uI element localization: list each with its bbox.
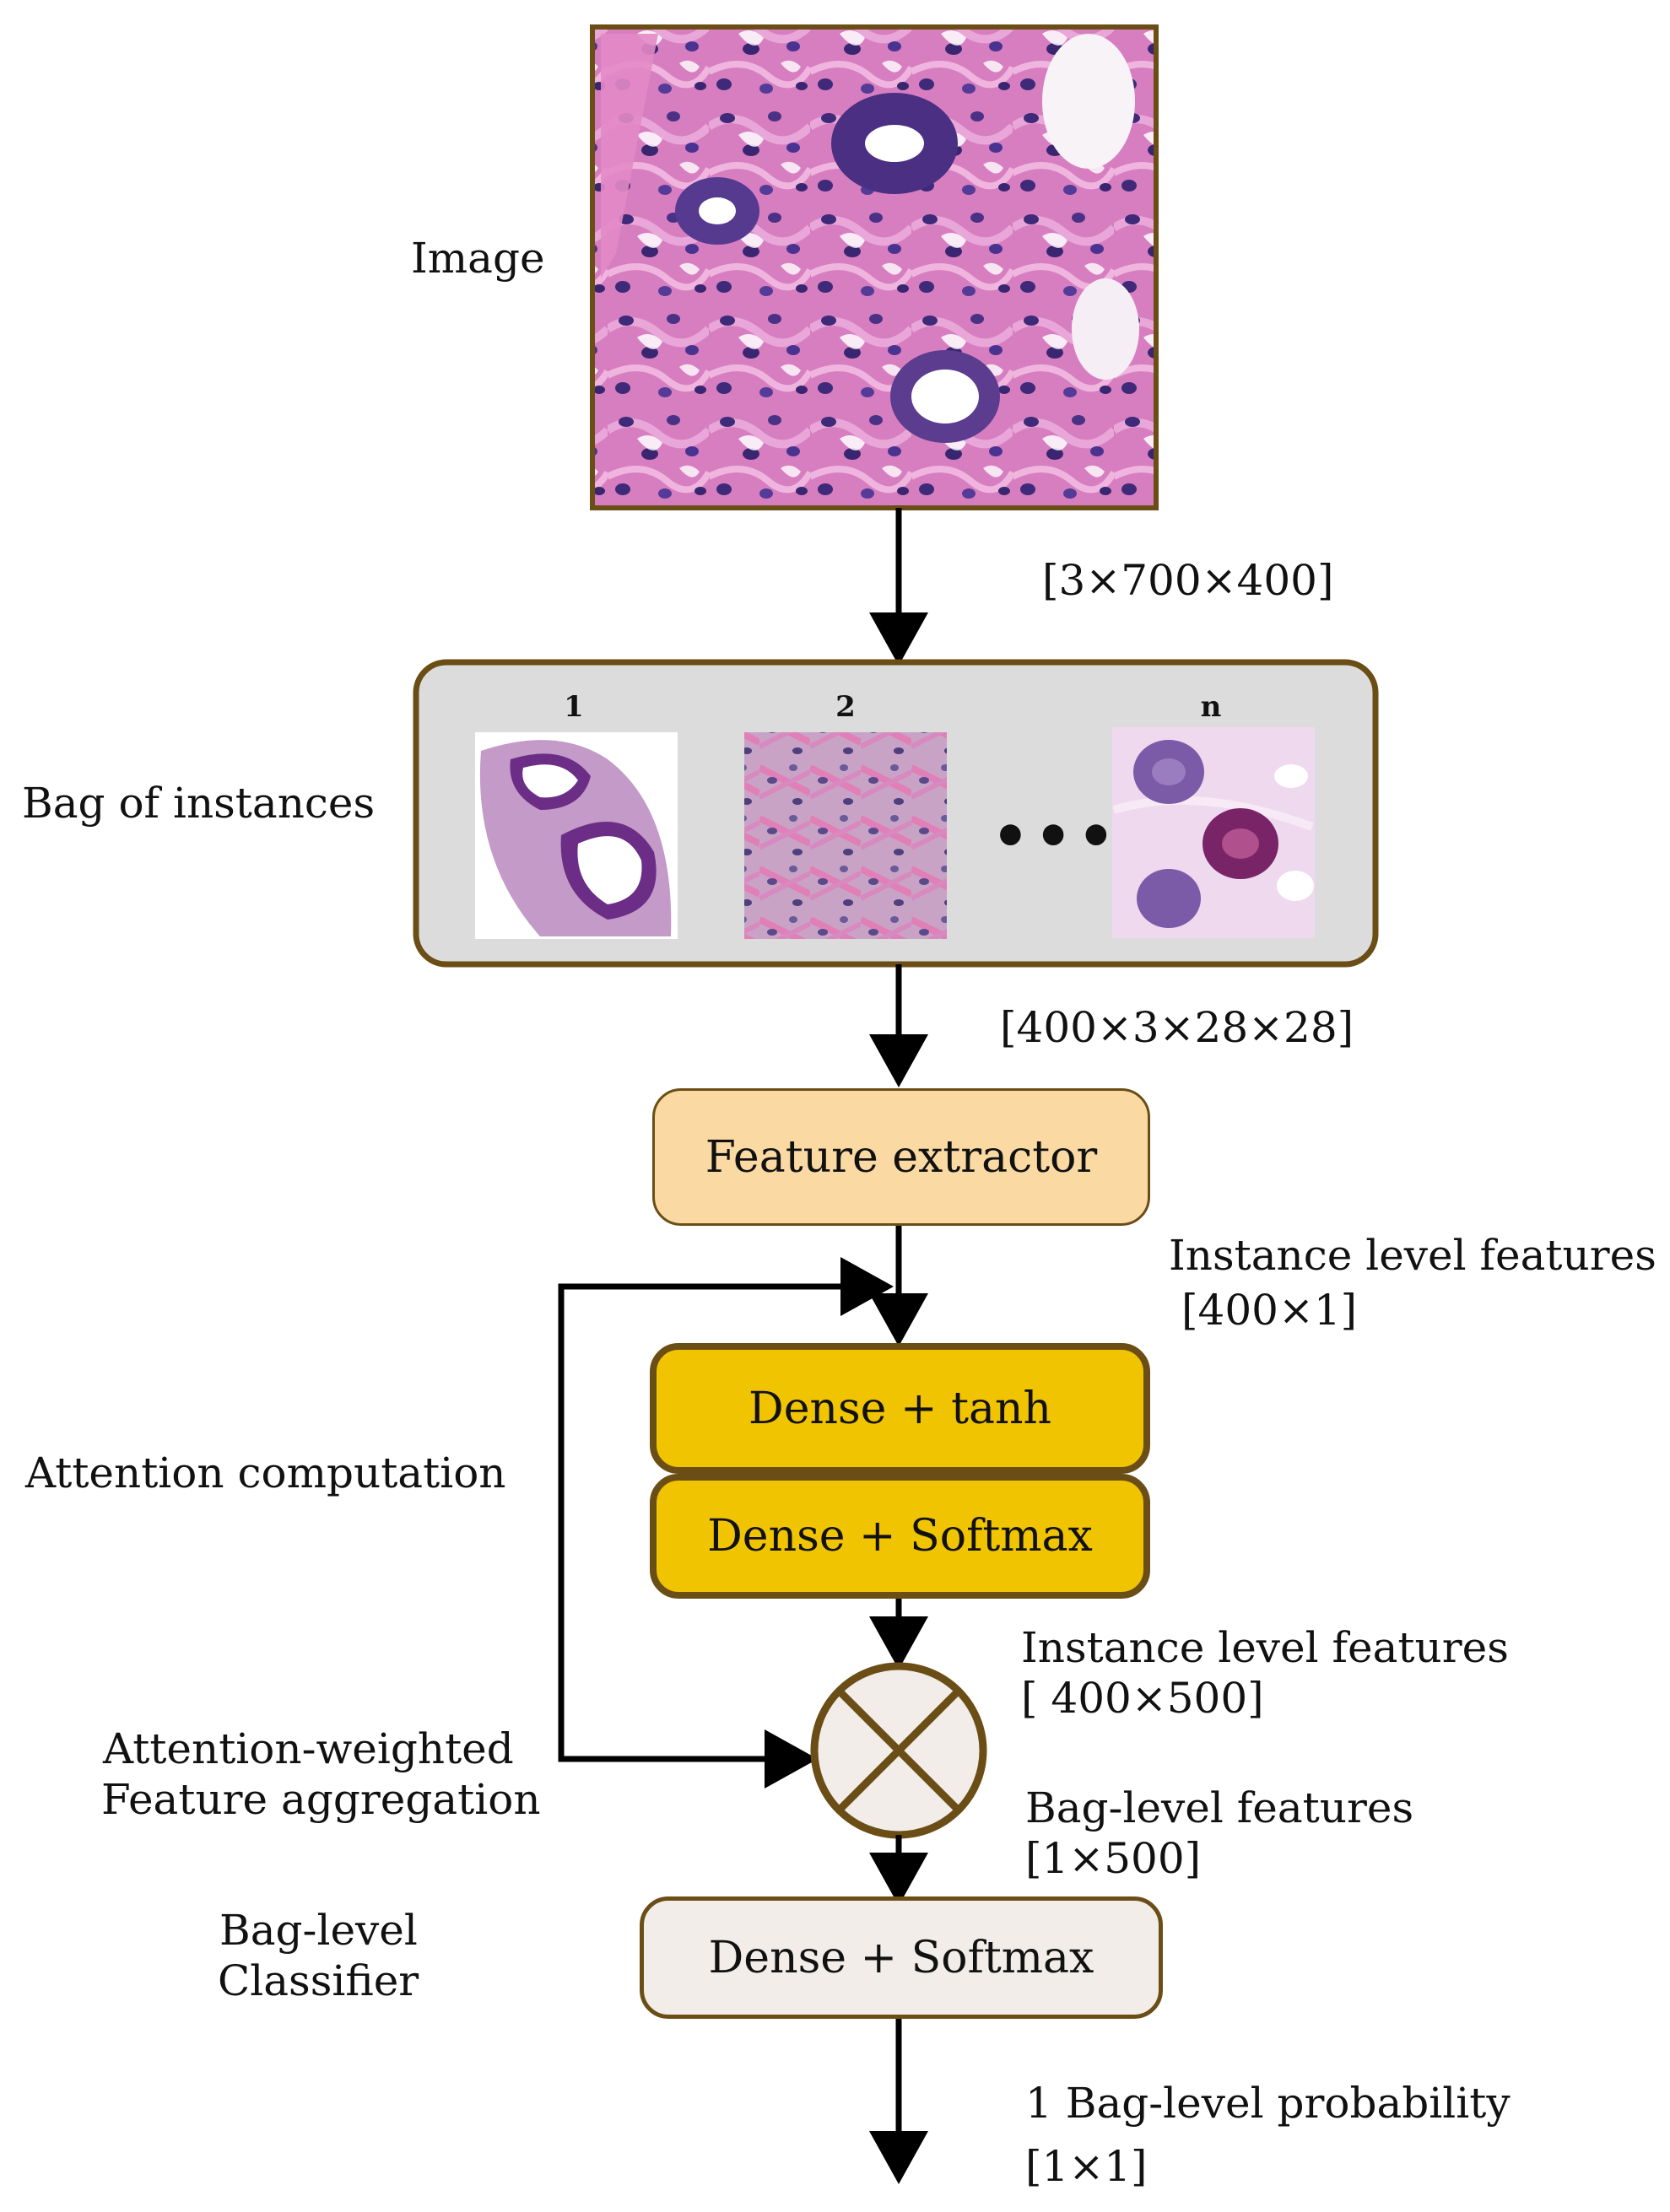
- aggregation-node: [810, 1662, 987, 1839]
- instance-features-title: Instance level features: [1169, 1231, 1656, 1280]
- feedback-loop-line: [558, 1283, 886, 1762]
- instance-tile-n: [1112, 727, 1315, 938]
- dim-image: [3×700×400]: [1042, 556, 1334, 605]
- instance-tile-1: [475, 732, 678, 939]
- label-aggregation-line2: Feature aggregation: [101, 1775, 541, 1824]
- output-dim: [1×1]: [1025, 2142, 1148, 2191]
- dense-softmax-attention-box: Dense + Softmax: [650, 1474, 1150, 1599]
- tile-n-label: n: [1200, 690, 1222, 724]
- input-image: [590, 24, 1159, 510]
- weighted-features-dim: [ 400×500]: [1021, 1674, 1264, 1723]
- label-classifier-line2: Classifier: [218, 1956, 419, 2005]
- bag-features-dim: [1×500]: [1025, 1834, 1202, 1883]
- bag-features-title: Bag-level features: [1025, 1783, 1414, 1832]
- feature-extractor-box: Feature extractor: [652, 1088, 1150, 1226]
- weighted-features-title: Instance level features: [1021, 1623, 1509, 1672]
- instance-features-dim: [400×1]: [1181, 1286, 1358, 1335]
- output-title: 1 Bag-level probability: [1025, 2079, 1511, 2128]
- label-classifier-line1: Bag-level: [219, 1906, 418, 1955]
- classifier-box: Dense + Softmax: [640, 1896, 1163, 2019]
- label-aggregation-line1: Attention-weighted: [103, 1724, 514, 1773]
- dim-bag: [400×3×28×28]: [1000, 1003, 1354, 1052]
- label-image: Image: [411, 234, 545, 283]
- label-bag-of-instances: Bag of instances: [22, 779, 376, 828]
- tile-1-label: 1: [564, 690, 584, 724]
- instance-tile-2: [744, 732, 947, 939]
- label-attention-computation: Attention computation: [25, 1449, 506, 1497]
- tile-2-label: 2: [835, 690, 856, 724]
- dense-tanh-box: Dense + tanh: [650, 1343, 1150, 1474]
- instances-ellipsis: •••: [992, 801, 1121, 871]
